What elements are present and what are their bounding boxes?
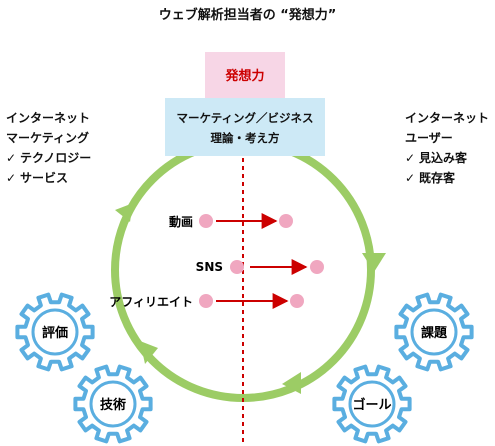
gear-label-technology: 技術 [100,397,126,413]
gear-hub [89,380,137,428]
channel-row-video: 動画 [169,213,293,229]
check-icon: ✓ [6,151,17,165]
channel-dot [290,294,304,308]
cycle-arrow-icon [115,203,133,222]
cycle-arrow-icon [282,372,301,394]
right-heading-line1: インターネット [405,111,490,125]
left-panel: インターネット マーケティング ✓テクノロジー ✓サービス [6,108,91,188]
cycle-arrow-icon [362,253,386,272]
highlight-box [205,52,285,98]
left-item-service: ✓サービス [6,168,91,188]
gear-hub [31,308,79,356]
theory-box [165,98,325,156]
check-icon: ✓ [405,171,416,185]
right-item-customers: ✓既存客 [405,168,489,188]
gear-label-evaluation: 評価 [42,325,68,341]
check-icon: ✓ [405,151,416,165]
channel-label: 動画 [169,214,193,229]
gear-hub [348,380,396,428]
channel-row-affiliate: アフィリエイト [109,293,304,309]
channel-dot [310,260,324,274]
theory-line1: マーケティング／ビジネス [176,111,313,125]
right-panel: インターネット ユーザー ✓見込み客 ✓既存客 [405,108,489,188]
theory-line2: 理論・考え方 [211,131,280,145]
channel-dot [279,214,293,228]
channel-row-sns: SNS [196,259,324,275]
right-heading-line2: ユーザー [405,131,453,145]
gear-label-goal: ゴール [352,397,391,413]
left-heading-line1: インターネット [6,111,91,125]
right-item-prospects: ✓見込み客 [405,148,489,168]
cycle-arrow-icon [140,341,158,364]
left-heading-line2: マーケティング [6,131,90,145]
gear-icon [73,364,153,444]
channel-dot [199,214,213,228]
diagram-title: ウェブ解析担当者の “発想力” [158,8,337,23]
highlight-label: 発想力 [224,68,264,84]
channel-dot [230,260,244,274]
channel-dot [199,294,213,308]
gear-label-issue: 課題 [421,325,448,341]
check-icon: ✓ [6,171,17,185]
left-item-technology: ✓テクノロジー [6,148,91,168]
gear-hub [410,308,458,356]
gear-icon [332,364,412,444]
channel-label: アフィリエイト [109,295,193,309]
gear-icon [394,292,474,372]
gear-icon [15,292,95,372]
channel-label: SNS [196,260,223,274]
